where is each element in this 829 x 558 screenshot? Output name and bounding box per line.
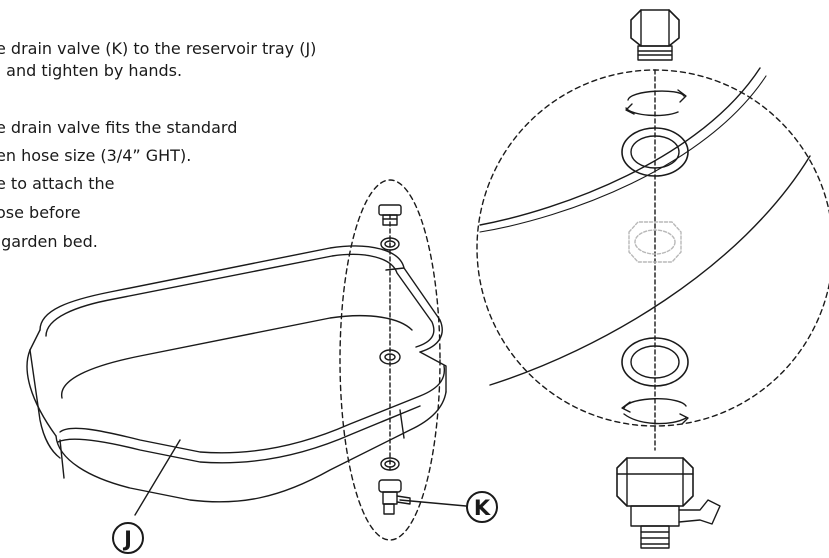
leader-line-k [399,499,467,507]
washer-bottom [621,337,689,387]
small-cap-nut [378,204,402,226]
instruction-line: en hose size (3/4” GHT). [0,146,192,165]
instruction-line: e drain valve fits the standard [0,118,238,137]
small-drain-valve [378,479,411,515]
rotate-arrow-top [625,89,687,117]
detail-ellipse [339,179,441,541]
cap-nut [630,9,680,61]
magnified-detail-circle [476,69,829,427]
small-washer-bottom [380,457,400,471]
reservoir-tray [26,245,447,503]
tray-wall-edge-lower [489,155,811,386]
washer-top [621,127,689,177]
drain-valve [616,457,721,549]
callout-k-label: K [474,496,491,520]
instruction-line: , and tighten by hands. [0,61,183,80]
leader-line-j [134,439,181,516]
instruction-line: ose before [0,203,81,222]
tray-hole [379,349,401,365]
instruction-line: garden bed. [0,232,98,251]
rotate-arrow-bottom [621,398,689,425]
instruction-line: e drain valve (K) to the reservoir tray … [0,39,317,58]
small-washer-top [380,237,400,251]
tray-hole-ghost [628,221,682,263]
tray-wall-edge [479,67,761,226]
callout-j-label: J [122,527,132,551]
callout-j: J [112,522,144,554]
instruction-line: e to attach the [0,174,115,193]
callout-k: K [466,491,498,523]
